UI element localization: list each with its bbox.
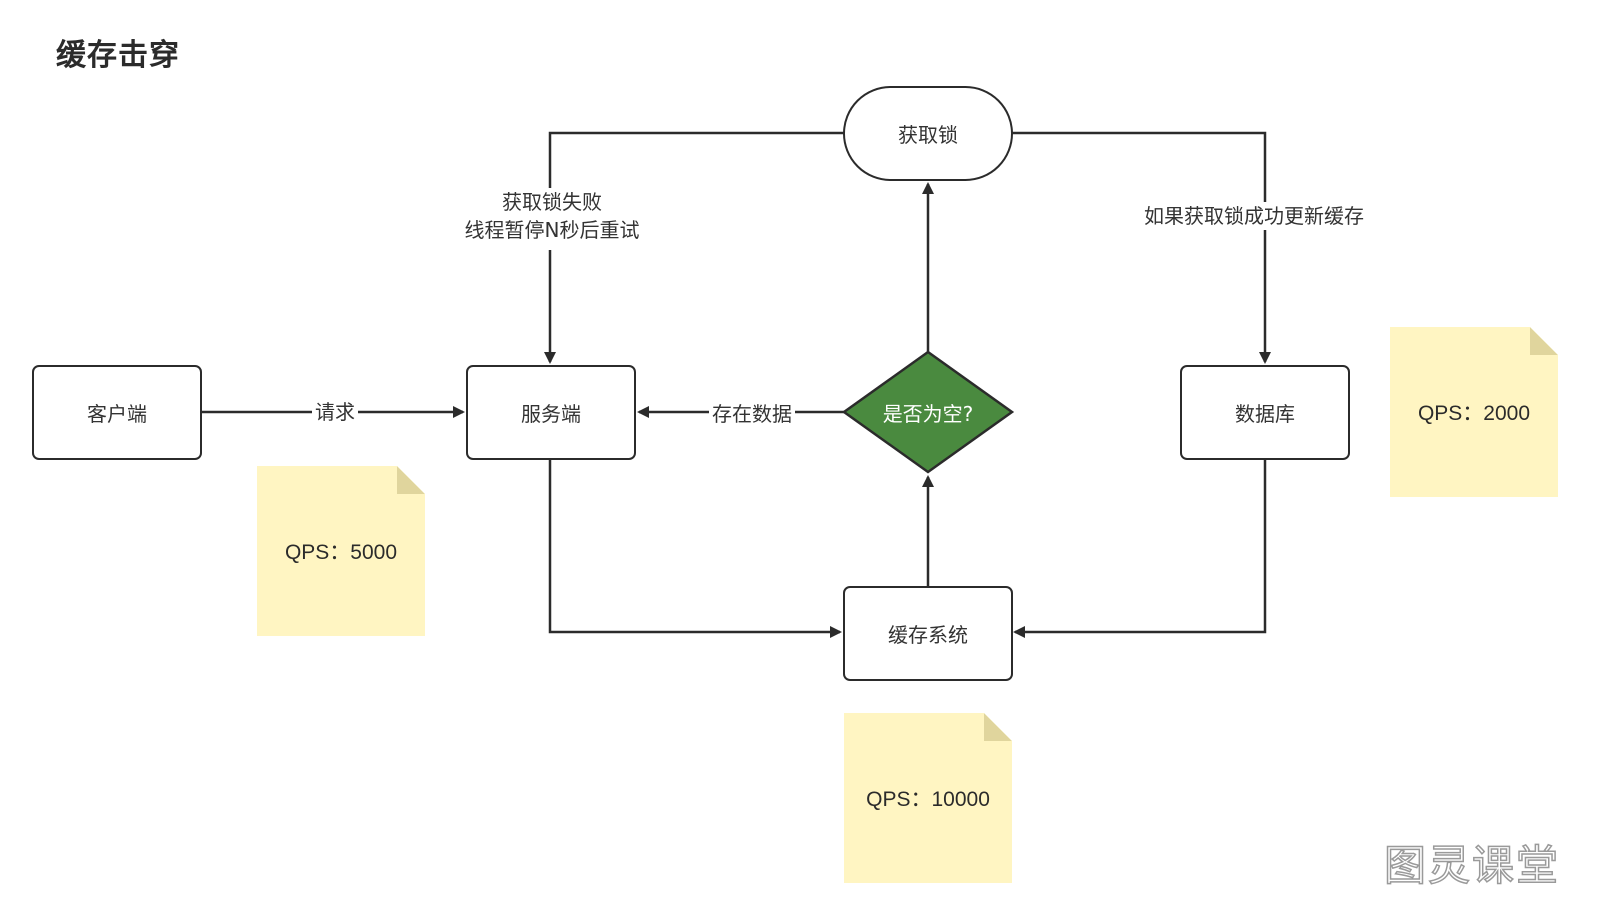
note-cache-qps-text: QPS：10000 (866, 788, 990, 811)
edge-label-lock-fail-line2: 线程暂停N秒后重试 (464, 218, 640, 242)
diagram-title: 缓存击穿 (56, 38, 180, 73)
edge-database-cache (1013, 460, 1267, 638)
edge-label-has-data: 存在数据 (709, 400, 795, 428)
cache-label: 缓存系统 (888, 623, 968, 647)
edge-label-request: 请求 (312, 398, 358, 426)
edge-lock-server (544, 131, 844, 364)
edge-label-lock-fail-line1: 获取锁失败 (502, 190, 602, 214)
lock-label: 获取锁 (898, 123, 958, 147)
edge-label-lock-success: 如果获取锁成功更新缓存 (1142, 202, 1366, 230)
database-label: 数据库 (1235, 402, 1295, 426)
client-label: 客户端 (87, 402, 147, 426)
client-node: 客户端 (32, 365, 202, 460)
note-db-qps: QPS：2000 (1390, 327, 1558, 497)
database-node: 数据库 (1180, 365, 1350, 460)
note-db-qps-text: QPS：2000 (1417, 402, 1531, 425)
edge-server-cache (548, 460, 842, 638)
note-cache-qps: QPS：10000 (844, 713, 1012, 883)
cache-node: 缓存系统 (843, 586, 1013, 681)
decision-diamond (841, 350, 1015, 474)
decision-label: 是否为空? (882, 401, 974, 426)
note-client-qps: QPS：5000 (257, 466, 425, 636)
edge-lock-database (1012, 131, 1271, 364)
edge-label-lock-fail: 获取锁失败 线程暂停N秒后重试 (450, 188, 654, 250)
server-node: 服务端 (466, 365, 636, 460)
note-client-qps-text: QPS：5000 (284, 541, 398, 564)
watermark: 图灵课堂 (1383, 840, 1560, 891)
lock-node: 获取锁 (843, 86, 1013, 181)
server-label: 服务端 (521, 402, 581, 426)
